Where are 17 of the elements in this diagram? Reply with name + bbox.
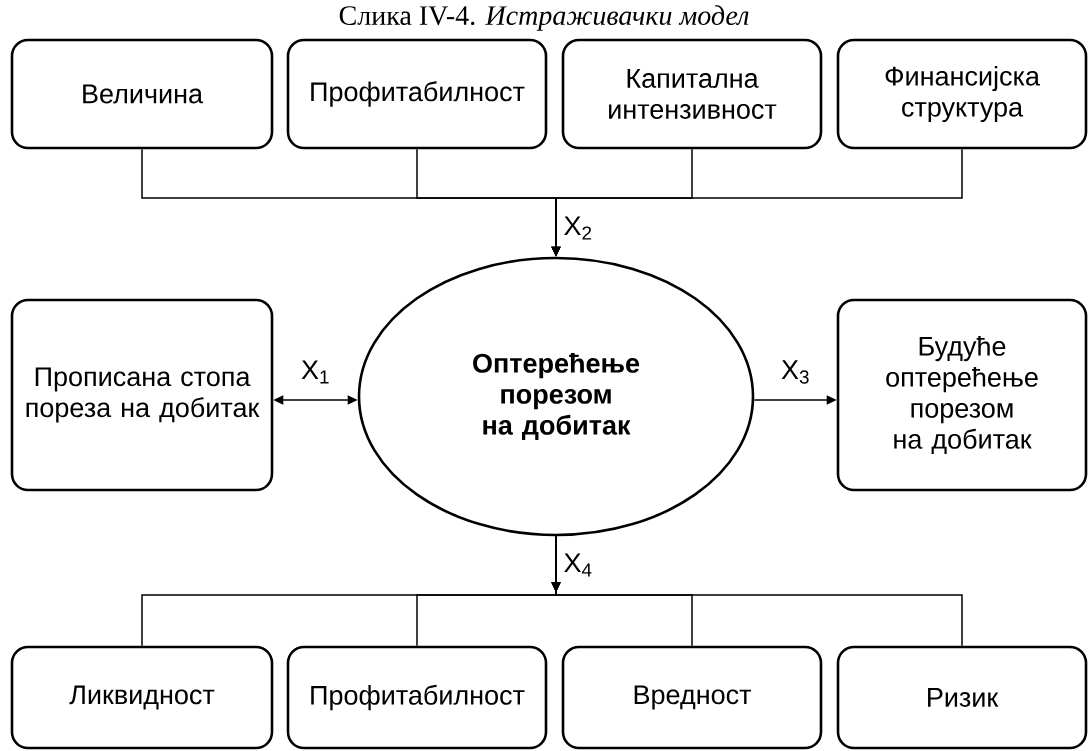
edge-label: X$_{2}$ (562, 215, 594, 241)
rounded-box: Профитабилност (286, 38, 548, 150)
rounded-box: Ликвидност (10, 645, 274, 750)
rounded-box: Профитабилност (286, 645, 548, 750)
rounded-box: Прописана стопа пореза на добитак (10, 298, 274, 492)
edge-label: X$_{4}$ (562, 552, 594, 578)
connector (551, 535, 963, 647)
rounded-box: Будуће оптерећење порезом на добитак (836, 298, 1088, 492)
rounded-box: Финансијска структура (836, 38, 1088, 150)
rounded-box: Капитална интензивност (561, 38, 823, 150)
rounded-box: Ризик (836, 645, 1088, 750)
figure-title: Слика IV-4. Истраживачки модел (339, 5, 749, 31)
rounded-box: Вредност (561, 645, 823, 750)
rounded-box: Величина (10, 38, 274, 150)
ellipse-node: Оптерећење порезом на добитак (357, 256, 755, 537)
edge-label: X$_{3}$ (780, 359, 811, 385)
edge-label: X$_{1}$ (300, 359, 331, 385)
